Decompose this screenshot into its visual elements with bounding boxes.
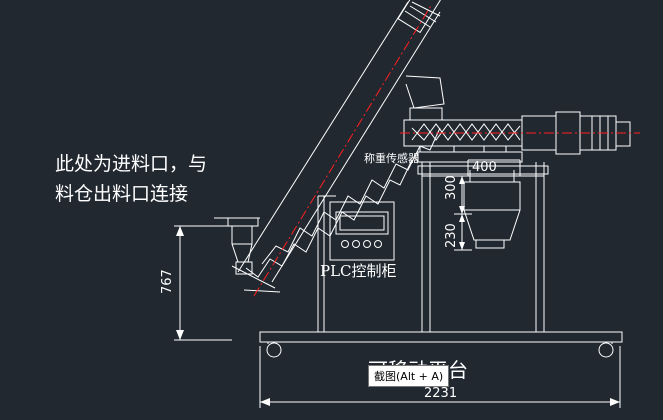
mobile-platform xyxy=(259,331,623,358)
inlet-note-line2: 料仓出料口连接 xyxy=(55,183,189,205)
plc-cabinet-label: PLC控制柜 xyxy=(320,262,397,280)
dimension-300: 300 xyxy=(444,175,459,200)
screenshot-tooltip: 截图(Alt + A) xyxy=(368,365,450,387)
weigh-hopper xyxy=(463,170,521,249)
centerlines xyxy=(253,3,640,297)
weighing-frame xyxy=(417,145,549,332)
inlet-hopper xyxy=(214,217,260,275)
dimension-767: 767 xyxy=(160,269,175,294)
plc-cabinet xyxy=(317,195,395,332)
dimension-2231: 2231 xyxy=(424,386,458,401)
inlet-note-line1: 此处为进料口，与 xyxy=(55,153,208,175)
dimension-230: 230 xyxy=(444,223,459,248)
dimension-arrows xyxy=(176,176,620,406)
dimension-400: 400 xyxy=(472,160,497,175)
discharge-head xyxy=(405,75,445,121)
weighing-sensor-label: 称重传感器 xyxy=(364,152,419,165)
dimension-lines xyxy=(174,159,621,408)
